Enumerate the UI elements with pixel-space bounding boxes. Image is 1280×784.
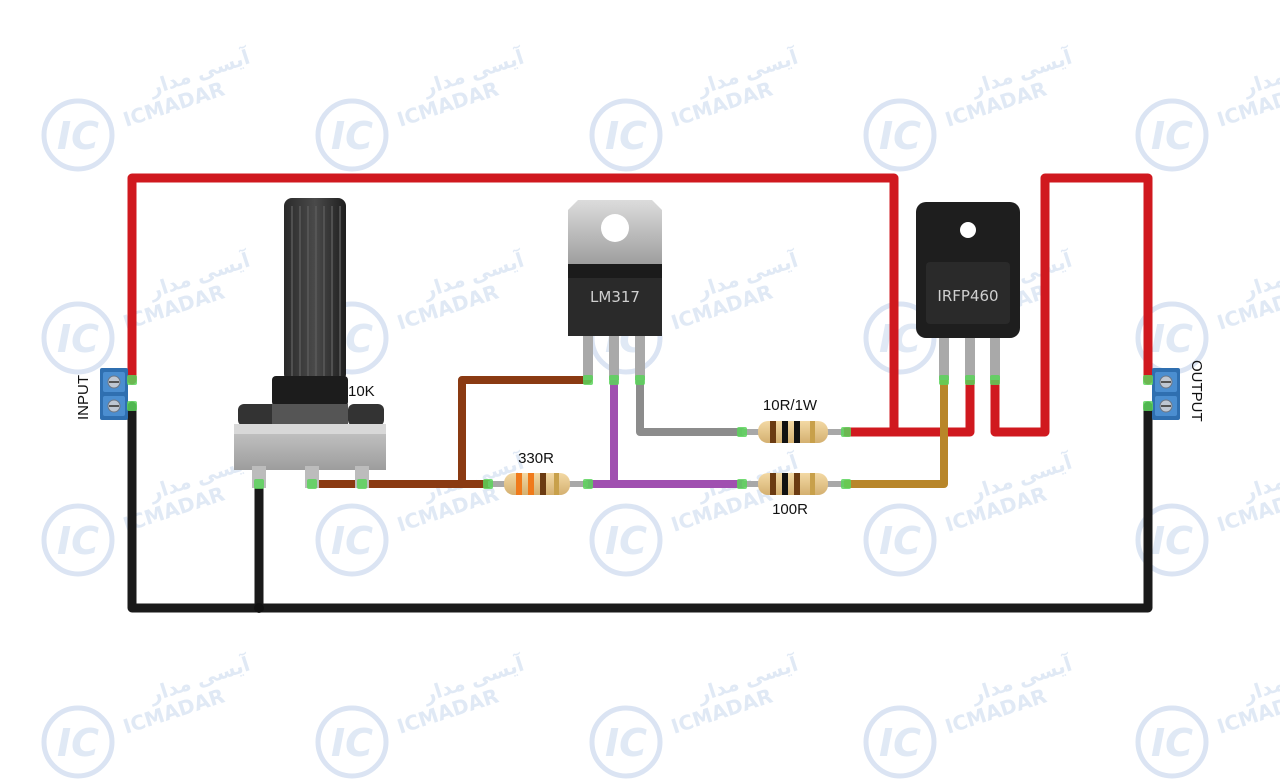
- junction-dot: [890, 428, 898, 436]
- pin-marker: [841, 427, 851, 437]
- junction-dot: [610, 480, 618, 488]
- wire-black-ground: [127, 401, 1153, 613]
- junction-dot: [254, 603, 264, 613]
- pin-marker: [990, 375, 1000, 385]
- junction-dot: [458, 480, 466, 488]
- pin-highlights: [127, 375, 1153, 489]
- pin-marker: [1143, 375, 1153, 385]
- svg-text:IC: IC: [331, 114, 373, 158]
- output-label: OUTPUT: [1188, 360, 1205, 422]
- resistor-330r[interactable]: [488, 473, 588, 495]
- pin-marker: [1143, 401, 1153, 411]
- potentiometer[interactable]: [234, 198, 386, 488]
- pin-marker: [307, 479, 317, 489]
- resistor-100r[interactable]: [742, 473, 844, 495]
- pin-marker: [841, 479, 851, 489]
- pin-marker: [357, 479, 367, 489]
- irfp460-mosfet[interactable]: [916, 202, 1020, 380]
- svg-text:IC: IC: [1151, 317, 1193, 361]
- output-terminal-block[interactable]: [1152, 368, 1180, 420]
- svg-text:IC: IC: [605, 721, 647, 765]
- pin-marker: [583, 479, 593, 489]
- wire-gold: [842, 376, 948, 488]
- input-terminal-block[interactable]: [100, 368, 128, 420]
- svg-text:IC: IC: [879, 721, 921, 765]
- resistor-330r-label: 330R: [518, 450, 554, 467]
- pin-marker: [127, 401, 137, 411]
- svg-text:IC: IC: [331, 519, 373, 563]
- svg-text:IC: IC: [1151, 721, 1193, 765]
- junction-dots: [254, 428, 898, 613]
- svg-text:IC: IC: [1151, 519, 1193, 563]
- svg-text:IC: IC: [57, 519, 99, 563]
- wire-red-output-positive: [990, 173, 1153, 437]
- resistor-10r[interactable]: [742, 421, 844, 443]
- wire-red-shunt: [841, 375, 975, 437]
- pin-marker: [609, 375, 619, 385]
- lm317-label: LM317: [590, 288, 640, 306]
- wire-gray: [636, 376, 746, 436]
- svg-text:IC: IC: [605, 114, 647, 158]
- wire-red-input-positive: [127, 173, 899, 437]
- pin-marker: [939, 375, 949, 385]
- lm317-regulator[interactable]: [568, 200, 662, 380]
- irfp460-label: IRFP460: [937, 287, 998, 305]
- svg-text:IC: IC: [57, 317, 99, 361]
- wire-brown-adj: [458, 376, 592, 488]
- resistor-10r-label: 10R/1W: [763, 397, 818, 414]
- pin-marker: [737, 427, 747, 437]
- svg-text:IC: IC: [1151, 114, 1193, 158]
- svg-text:IC: IC: [331, 721, 373, 765]
- svg-text:IC: IC: [879, 317, 921, 361]
- pin-marker: [737, 479, 747, 489]
- potentiometer-label: 10K: [348, 383, 375, 400]
- pin-marker: [635, 375, 645, 385]
- svg-text:IC: IC: [57, 721, 99, 765]
- pin-marker: [254, 479, 264, 489]
- pin-marker: [965, 375, 975, 385]
- svg-text:IC: IC: [879, 519, 921, 563]
- svg-text:IC: IC: [605, 519, 647, 563]
- input-label: INPUT: [75, 375, 92, 420]
- pin-marker: [583, 375, 593, 385]
- pin-marker: [483, 479, 493, 489]
- resistor-100r-label: 100R: [772, 501, 808, 518]
- svg-text:IC: IC: [879, 114, 921, 158]
- svg-text:IC: IC: [57, 114, 99, 158]
- pin-marker: [127, 375, 137, 385]
